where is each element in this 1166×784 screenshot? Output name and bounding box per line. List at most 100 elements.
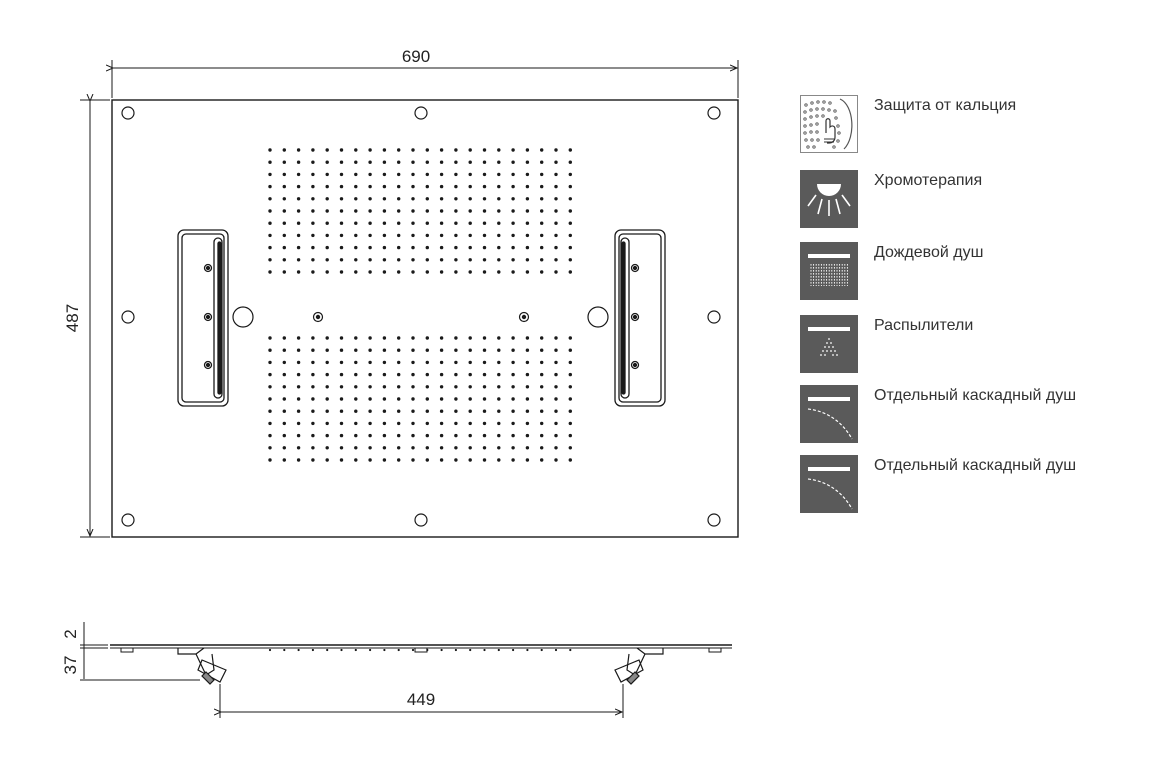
nozzle-dot bbox=[497, 385, 501, 389]
nozzle-dot bbox=[311, 258, 315, 262]
nozzle-dot bbox=[411, 209, 415, 213]
nozzle-dot bbox=[554, 270, 558, 274]
nozzle-dot bbox=[482, 446, 487, 450]
nozzle-dot bbox=[339, 160, 344, 164]
nozzle-dot bbox=[568, 270, 572, 274]
nozzle-dot bbox=[311, 233, 315, 238]
nozzle-dot bbox=[311, 372, 315, 377]
side-nozzle-dot bbox=[554, 648, 558, 652]
nozzle-dot bbox=[439, 336, 444, 340]
nozzle-dot bbox=[268, 233, 272, 238]
nozzle-dot bbox=[468, 409, 472, 413]
nozzle-dot bbox=[354, 409, 358, 413]
width-dimension-label: 690 bbox=[402, 47, 430, 66]
rain-nozzle-grid bbox=[268, 148, 572, 462]
nozzle-dot bbox=[482, 233, 487, 238]
nozzle-dot bbox=[296, 385, 301, 389]
nozzle-dot bbox=[354, 372, 358, 377]
nozzle-dot bbox=[540, 433, 544, 438]
nozzle-dot bbox=[468, 245, 472, 250]
side-nozzle-dot bbox=[440, 648, 443, 652]
height-dimension bbox=[80, 100, 110, 538]
nozzle-dot bbox=[525, 433, 530, 438]
nozzle-dot bbox=[382, 184, 387, 189]
nozzle-dot bbox=[311, 197, 315, 201]
nozzle-dot bbox=[525, 209, 530, 213]
nozzle-dot bbox=[511, 258, 515, 262]
cascade-shower-icon bbox=[800, 455, 858, 513]
nozzle-dot bbox=[554, 221, 558, 225]
nozzle-dot bbox=[468, 446, 472, 450]
nozzle-dot bbox=[397, 348, 401, 352]
nozzle-dot bbox=[497, 172, 501, 177]
nozzle-dot bbox=[397, 160, 401, 164]
nozzle-dot bbox=[497, 233, 501, 238]
nozzle-dot bbox=[397, 209, 401, 213]
nozzle-dot bbox=[554, 245, 558, 250]
anti-limescale-icon bbox=[800, 95, 858, 153]
nozzle-dot bbox=[511, 348, 515, 352]
arm-span-dimension-label: 449 bbox=[407, 690, 435, 709]
side-nozzle-dot bbox=[268, 648, 272, 652]
nozzle-dot bbox=[296, 148, 301, 152]
nozzle-dot bbox=[568, 433, 572, 438]
nozzle-dot bbox=[468, 160, 472, 164]
nozzle-dot bbox=[454, 221, 458, 225]
nozzle-dot bbox=[339, 360, 344, 365]
rain-shower-icon bbox=[800, 242, 858, 300]
nozzle-dot bbox=[296, 184, 301, 189]
nozzle-dot bbox=[354, 258, 358, 262]
nozzle-dot bbox=[325, 433, 329, 438]
nozzle-dot bbox=[454, 397, 458, 401]
side-nozzle-row bbox=[268, 648, 572, 652]
nozzle-dot bbox=[411, 172, 415, 177]
nozzle-dot bbox=[354, 446, 358, 450]
nozzle-dot bbox=[268, 184, 272, 189]
nozzle-dot bbox=[268, 360, 272, 365]
nozzle-dot bbox=[540, 397, 544, 401]
nozzle-dot bbox=[268, 270, 272, 274]
nozzle-dot bbox=[325, 245, 329, 250]
nozzle-dot bbox=[425, 372, 429, 377]
nozzle-dot bbox=[540, 421, 544, 426]
nozzle-dot bbox=[368, 270, 372, 274]
nozzle-dot bbox=[439, 197, 444, 201]
nozzle-dot bbox=[425, 409, 429, 413]
nozzle-dot bbox=[339, 397, 344, 401]
side-nozzle-dot bbox=[383, 648, 386, 652]
nozzle-dot bbox=[439, 258, 444, 262]
nozzle-dot bbox=[568, 233, 572, 238]
nozzle-dot bbox=[397, 446, 401, 450]
nozzle-dot bbox=[554, 233, 558, 238]
nozzle-dot bbox=[411, 360, 415, 365]
nozzle-dot bbox=[454, 233, 458, 238]
nozzle-dot bbox=[497, 446, 501, 450]
nozzle-dot bbox=[282, 233, 286, 238]
nozzle-dot bbox=[382, 172, 387, 177]
nozzle-dot bbox=[482, 336, 487, 340]
nozzle-dot bbox=[525, 360, 530, 365]
nozzle-dot bbox=[454, 421, 458, 426]
nozzle-dot bbox=[382, 348, 387, 352]
nozzle-dot bbox=[425, 233, 429, 238]
nozzle-dot bbox=[368, 421, 372, 426]
nozzle-dot bbox=[354, 385, 358, 389]
nozzle-dot bbox=[425, 385, 429, 389]
nozzle-dot bbox=[511, 209, 515, 213]
nozzle-dot bbox=[354, 458, 358, 462]
nozzle-dot bbox=[354, 148, 358, 152]
nozzle-dot bbox=[282, 336, 286, 340]
nozzle-dot bbox=[411, 245, 415, 250]
mounting-holes bbox=[121, 106, 721, 527]
nozzle-dot bbox=[511, 336, 515, 340]
nozzle-dot bbox=[296, 433, 301, 438]
nozzle-dot bbox=[568, 348, 572, 352]
side-nozzle-dot bbox=[469, 648, 472, 652]
nozzle-dot bbox=[397, 458, 401, 462]
nozzle-dot bbox=[339, 148, 344, 152]
nozzle-dot bbox=[411, 160, 415, 164]
nozzle-dot bbox=[325, 233, 329, 238]
nozzle-dot bbox=[268, 397, 272, 401]
nozzle-dot bbox=[554, 172, 558, 177]
side-nozzle-dot bbox=[526, 648, 529, 652]
